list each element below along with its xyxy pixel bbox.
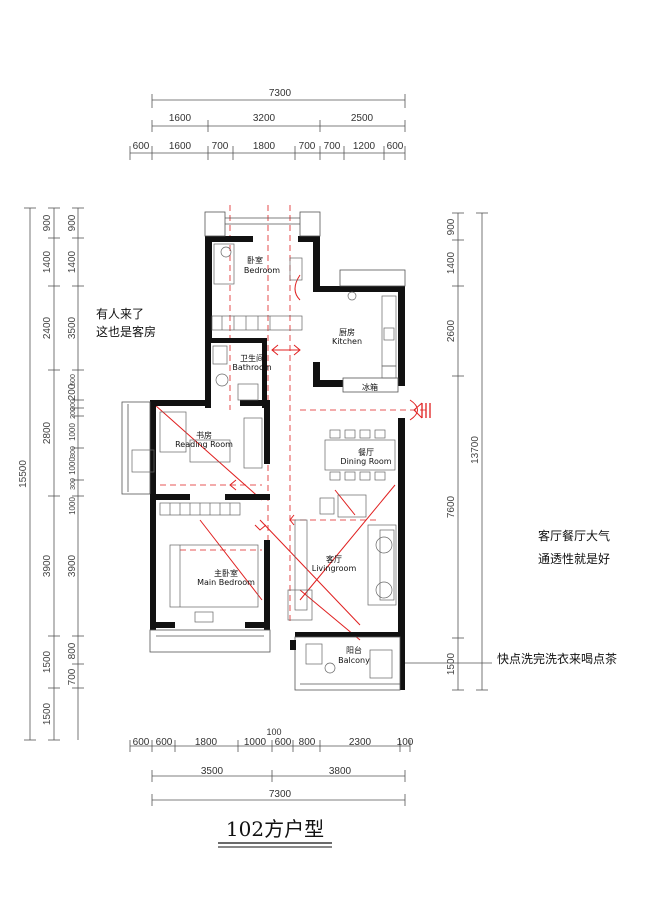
dim-right-c-4: 1500 bbox=[446, 652, 457, 675]
dim-right-c-0: 900 bbox=[446, 218, 457, 235]
dim-left-c2-5: 1500 bbox=[42, 650, 53, 673]
dim-top-r3-0: 600 bbox=[133, 141, 150, 152]
bottom-dimensions: 100 600 600 1800 1000 600 800 2300 100 3… bbox=[129, 727, 414, 806]
dim-left-c3-13: 800 bbox=[67, 642, 78, 659]
dim-bottom-r2-0: 3500 bbox=[201, 766, 224, 777]
dim-right-c-3: 7600 bbox=[446, 495, 457, 518]
room-labels: 卧室 Bedroom 厨房 Kitchen 卫生间 Bathroom 冰箱 书房… bbox=[175, 255, 392, 665]
room-reading-en: Reading Room bbox=[175, 440, 233, 449]
note-guest-line1: 有人来了 bbox=[96, 307, 144, 321]
right-dimensions: 13700 900 1400 2600 7600 1500 bbox=[446, 212, 488, 691]
room-balcony-cn: 阳台 bbox=[346, 645, 362, 655]
dim-left-c3-10: 300 bbox=[70, 478, 77, 490]
note-guest-line2: 这也是客房 bbox=[96, 324, 156, 339]
dim-left-c3-9: 1000 bbox=[68, 457, 77, 475]
room-main-bedroom-cn: 主卧室 bbox=[214, 568, 238, 578]
room-bedroom-en: Bedroom bbox=[244, 266, 280, 275]
room-bathroom-en: Bathroom bbox=[232, 363, 272, 372]
room-bedroom-cn: 卧室 bbox=[247, 255, 263, 265]
room-kitchen-cn: 厨房 bbox=[339, 327, 355, 337]
dim-bottom-total: 7300 bbox=[269, 789, 292, 800]
dim-right-c-1: 1400 bbox=[446, 251, 457, 274]
dim-top-r2-0: 1600 bbox=[169, 113, 192, 124]
left-dimensions: 15500 900 1400 2400 2800 3900 1500 1500 … bbox=[18, 207, 84, 741]
dim-top-r3-3: 1800 bbox=[253, 141, 276, 152]
dim-bottom-r1-5: 800 bbox=[299, 737, 316, 748]
dim-left-total: 15500 bbox=[18, 460, 29, 488]
dim-left-c3-2: 3500 bbox=[67, 316, 78, 339]
room-balcony-en: Balcony bbox=[338, 656, 370, 665]
dim-top-r2-1: 3200 bbox=[253, 113, 276, 124]
dim-left-c3-4: 600 bbox=[70, 374, 77, 386]
room-dining-cn: 餐厅 bbox=[358, 448, 374, 457]
note-living-line2: 通透性就是好 bbox=[538, 552, 610, 566]
dim-left-c3-5: 200 bbox=[70, 399, 77, 411]
walls bbox=[121, 211, 406, 691]
note-living-line1: 客厅餐厅大气 bbox=[538, 528, 610, 543]
dim-left-c2-6: 1500 bbox=[42, 702, 53, 725]
dim-left-c3-6: 200 bbox=[70, 407, 77, 419]
dim-left-c2-1: 1400 bbox=[42, 250, 53, 273]
dim-bottom-r1-7: 100 bbox=[397, 737, 414, 748]
dim-left-c3-12: 3900 bbox=[67, 554, 78, 577]
dim-bottom-small: 100 bbox=[266, 727, 281, 737]
furniture bbox=[131, 243, 397, 679]
dim-left-c3-8: 300 bbox=[70, 446, 77, 458]
room-main-bedroom-en: Main Bedroom bbox=[197, 578, 255, 587]
room-kitchen-en: Kitchen bbox=[332, 337, 362, 346]
top-dimensions: 7300 1600 3200 2500 600 1600 700 1800 70… bbox=[129, 88, 406, 160]
dim-left-c2-3: 2800 bbox=[42, 421, 53, 444]
dim-top-r3-2: 700 bbox=[212, 141, 229, 152]
dim-top-r3-5: 700 bbox=[324, 141, 341, 152]
dim-left-c3-1: 1400 bbox=[67, 250, 78, 273]
room-reading-cn: 书房 bbox=[196, 430, 212, 440]
dim-left-c3-14: 700 bbox=[67, 668, 78, 685]
dim-left-c3-11: 1000 bbox=[68, 497, 77, 515]
dim-left-c3-7: 1000 bbox=[68, 423, 77, 441]
dim-bottom-r1-0: 600 bbox=[133, 737, 150, 748]
note-balcony: 快点洗完洗衣来喝点茶 bbox=[497, 651, 617, 666]
dim-top-r2-2: 2500 bbox=[351, 113, 374, 124]
dim-top-r3-4: 700 bbox=[299, 141, 316, 152]
room-living-cn: 客厅 bbox=[326, 554, 342, 564]
dim-bottom-r1-2: 1800 bbox=[195, 737, 218, 748]
plan-title-group: 102方户型 bbox=[218, 817, 332, 848]
dim-bottom-r1-6: 2300 bbox=[349, 737, 372, 748]
dim-left-c2-0: 900 bbox=[42, 214, 53, 231]
dim-top-r3-7: 600 bbox=[387, 141, 404, 152]
dim-right-total: 13700 bbox=[470, 436, 481, 464]
dim-bottom-r1-4: 600 bbox=[275, 737, 292, 748]
room-bathroom-cn: 卫生间 bbox=[240, 353, 264, 363]
annotations: 有人来了 这也是客房 客厅餐厅大气 通透性就是好 快点洗完洗衣来喝点茶 bbox=[96, 307, 617, 666]
dim-top-r3-1: 1600 bbox=[169, 141, 192, 152]
dim-left-c3-0: 900 bbox=[67, 214, 78, 231]
dim-left-c2-2: 2400 bbox=[42, 316, 53, 339]
dim-bottom-r2-1: 3800 bbox=[329, 766, 352, 777]
dim-right-c-2: 2600 bbox=[446, 319, 457, 342]
dim-bottom-r1-3: 1000 bbox=[244, 737, 267, 748]
dim-top-r3-6: 1200 bbox=[353, 141, 376, 152]
room-living-en: Livingroom bbox=[312, 564, 357, 573]
dim-top-total: 7300 bbox=[269, 88, 292, 99]
plan-title: 102方户型 bbox=[226, 817, 324, 841]
dim-bottom-r1-1: 600 bbox=[156, 737, 173, 748]
dim-left-c3-3: 200 bbox=[67, 383, 78, 400]
room-dining-en: Dining Room bbox=[340, 457, 391, 466]
dim-left-c2-4: 3900 bbox=[42, 554, 53, 577]
room-fridge: 冰箱 bbox=[362, 382, 378, 392]
